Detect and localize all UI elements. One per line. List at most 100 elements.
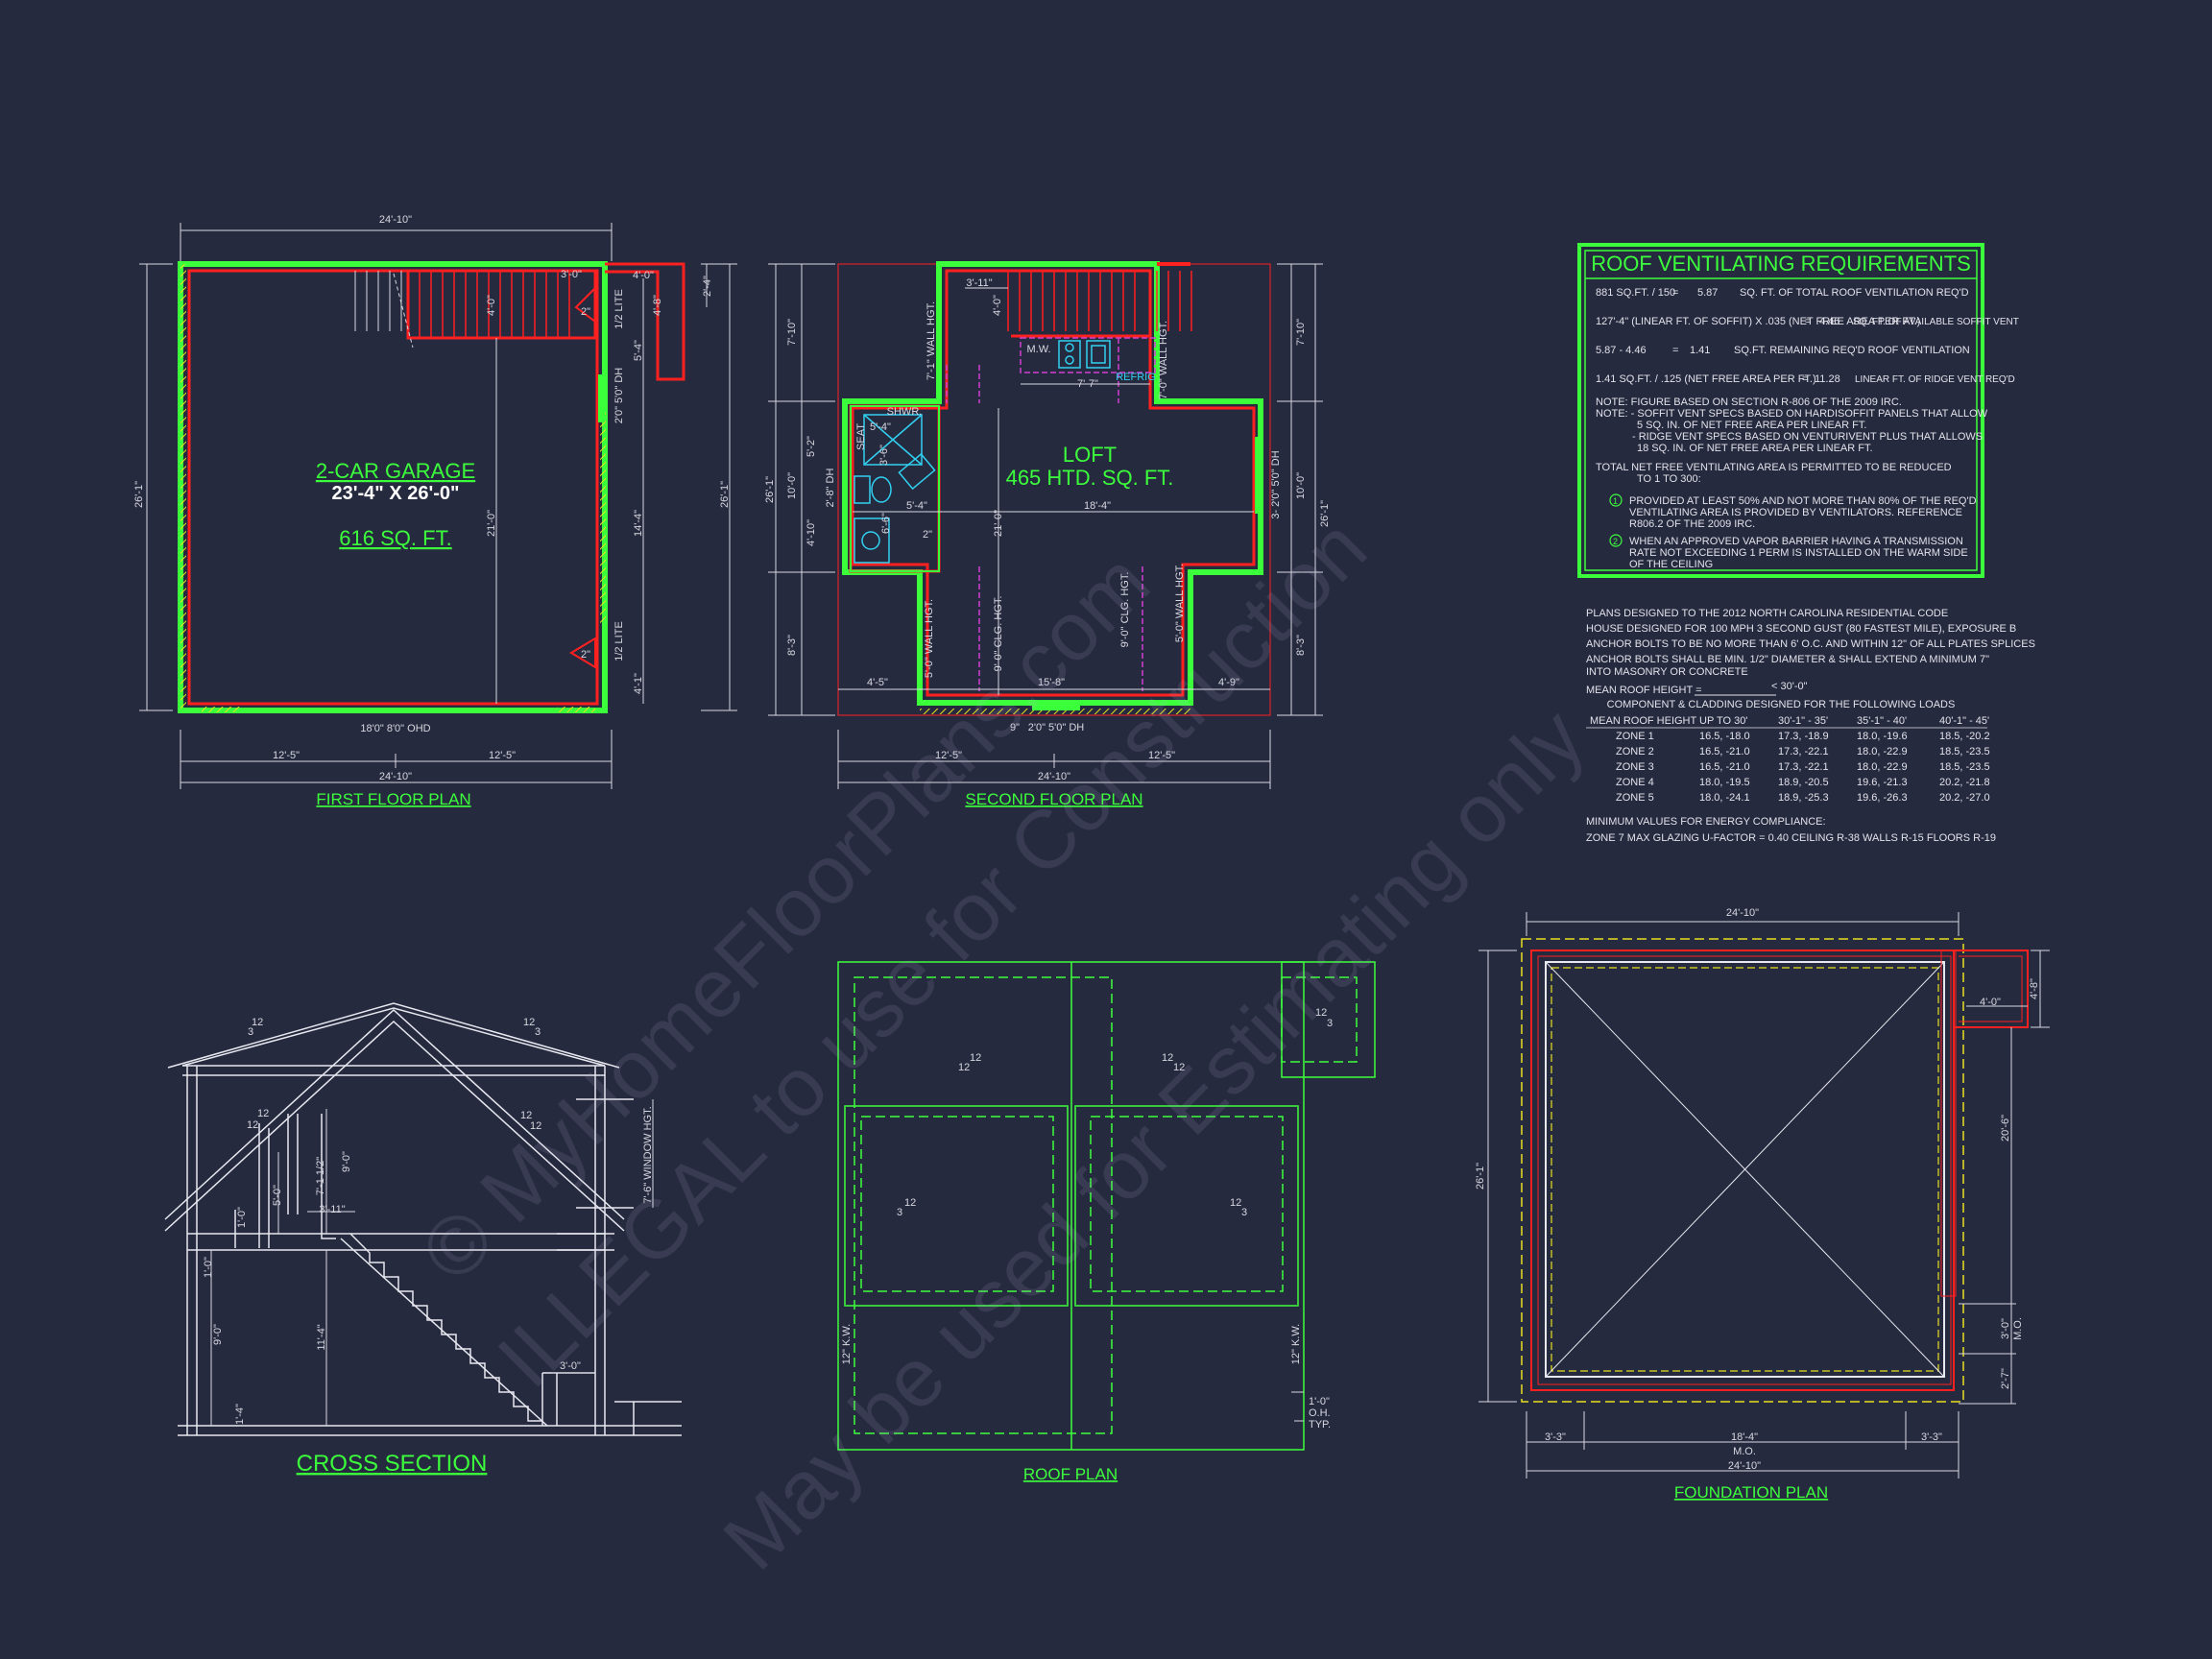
svg-text:35'-1" - 40': 35'-1" - 40'	[1857, 715, 1907, 727]
energy-title: MINIMUM VALUES FOR ENERGY COMPLIANCE:	[1586, 816, 1826, 828]
fd-dim-right-20-6: 20'-6"	[2000, 1115, 2011, 1142]
svg-text:- RIDGE VENT SPECS BASED ON VE: - RIDGE VENT SPECS BASED ON VENTURIVENT …	[1632, 431, 1983, 443]
svg-text:5 SQ. IN. OF NET FREE AREA PER: 5 SQ. IN. OF NET FREE AREA PER LINEAR FT…	[1637, 420, 1866, 431]
ff-dim-bottom-left: 12'-5"	[273, 750, 300, 761]
fd-dim-top: 24'-10"	[1726, 907, 1759, 919]
ff-clear-b: 2"	[581, 649, 590, 661]
ff-dim-right: 26'-1"	[719, 481, 731, 508]
sf-dim-stair-h: 4'-0"	[992, 295, 1003, 316]
sf-dim-loft-h: 21'-0"	[993, 510, 1004, 537]
svg-text:1: 1	[1613, 496, 1618, 506]
svg-text:18.0, -19.6: 18.0, -19.6	[1857, 731, 1908, 742]
sf-clear-2: 2"	[923, 529, 932, 541]
ff-dim-21: 21'-0"	[486, 510, 497, 537]
fd-dim-bot-18-4: 18'-4"	[1731, 1431, 1758, 1443]
second-floor-title: SECOND FLOOR PLAN	[965, 790, 1142, 808]
svg-text:TO 1 TO 300:: TO 1 TO 300:	[1637, 473, 1701, 485]
svg-text:18.0, -22.9: 18.0, -22.9	[1857, 746, 1908, 757]
svg-text:18.5, -23.5: 18.5, -23.5	[1939, 746, 1990, 757]
ff-dim-bottom-overall: 24'-10"	[379, 771, 412, 782]
svg-text:18.0, -22.9: 18.0, -22.9	[1857, 761, 1908, 773]
cross-section	[164, 1002, 682, 1436]
svg-text:NOTE: FIGURE BASED ON SECTION: NOTE: FIGURE BASED ON SECTION R-806 OF T…	[1596, 397, 1902, 408]
loft-stair	[1007, 262, 1192, 338]
loft-wall-inner	[851, 269, 1256, 697]
svg-text:18 SQ. IN. OF NET FREE AREA PE: 18 SQ. IN. OF NET FREE AREA PER LINEAR F…	[1637, 443, 1873, 454]
svg-text:RATE NOT EXCEEDING 1 PERM IS I: RATE NOT EXCEEDING 1 PERM IS INSTALLED O…	[1629, 547, 1968, 559]
xs-h-9-0a: 9'-0"	[341, 1151, 352, 1172]
rv-row2-desc: SQ. FT. OF AVAILABLE SOFFIT VENT	[1853, 317, 2019, 327]
fd-dim-right-3-0: 3'-0"	[2000, 1318, 2011, 1339]
rp-oh-3: TYP.	[1309, 1419, 1331, 1431]
rv-row4-expr: 1.41 SQ.FT. / .125 (NET FREE AREA PER FT…	[1596, 373, 1816, 385]
ff-window-dh: 2'0" 5'0" DH	[613, 368, 625, 424]
roof-plan-title: ROOF PLAN	[1023, 1465, 1118, 1483]
sf-win-right: 3- 2'0" 5'0" DH	[1270, 450, 1282, 518]
garage-wall-hatch-left	[180, 264, 186, 710]
ff-dim-lower-right: 4'-1"	[633, 673, 644, 694]
xs-h-1-0a: 1'-0"	[236, 1207, 248, 1228]
rp-pitch-2: 12	[1162, 1052, 1173, 1064]
svg-text:VENTILATING AREA IS PROVIDED B: VENTILATING AREA IS PROVIDED BY VENTILAT…	[1629, 507, 1962, 518]
side-door	[569, 637, 596, 669]
sf-shwr: SHWR.	[887, 406, 923, 418]
rp-pitch-3: 12	[1315, 1007, 1327, 1019]
xs-h-1-4: 1'-4"	[234, 1404, 246, 1425]
garage-inner-wall	[187, 269, 599, 706]
ff-dim-left: 26'-1"	[133, 481, 145, 508]
svg-text:18.0, -24.1: 18.0, -24.1	[1699, 792, 1750, 804]
svg-text:WHEN AN APPROVED VAPOR BARRIER: WHEN AN APPROVED VAPOR BARRIER HAVING A …	[1629, 536, 1963, 547]
rv-row2-expr: 127'-4" (LINEAR FT. OF SOFFIT) X .035 (N…	[1596, 316, 1920, 327]
loft-room-area: 465 HTD. SQ. FT.	[1006, 466, 1174, 490]
rv-row1-desc: SQ. FT. OF TOTAL ROOF VENTILATION REQ'D	[1740, 287, 1969, 299]
loft-wall-outer	[842, 261, 1263, 706]
svg-text:19.6, -21.3: 19.6, -21.3	[1857, 777, 1908, 788]
svg-text:=: =	[1802, 373, 1808, 385]
note-marker-2	[1609, 534, 1623, 547]
svg-text:20.2, -21.8: 20.2, -21.8	[1939, 777, 1990, 788]
sf-dim-right-8-3: 8'-3"	[1295, 635, 1307, 656]
svg-text:HOUSE DESIGNED FOR 100 MPH 3 S: HOUSE DESIGNED FOR 100 MPH 3 SECOND GUST…	[1586, 623, 2016, 635]
svg-text:18.9, -25.3: 18.9, -25.3	[1778, 792, 1829, 804]
sf-dim-bottom-4-5: 4'-5"	[867, 677, 888, 688]
sf-dim-bottom-right: 12'-5"	[1148, 750, 1175, 761]
svg-text:12: 12	[530, 1120, 541, 1132]
svg-text:12: 12	[1173, 1062, 1185, 1073]
rp-kw-right: 12" K.W.	[1290, 1324, 1302, 1364]
cross-section-title: CROSS SECTION	[297, 1451, 488, 1477]
fd-dim-right-2-7: 2'-7"	[2000, 1368, 2011, 1389]
svg-text:18.0, -19.5: 18.0, -19.5	[1699, 777, 1750, 788]
svg-text:3: 3	[1327, 1018, 1333, 1029]
rv-row3-desc: SQ.FT. REMAINING REQ'D ROOF VENTILATION	[1734, 345, 1970, 356]
kitchenette	[946, 337, 1156, 691]
rp-kw-left: 12" K.W.	[841, 1324, 853, 1364]
sf-dim-left-8-3: 8'-3"	[786, 635, 798, 656]
foundation-plan-title: FOUNDATION PLAN	[1674, 1483, 1828, 1502]
ff-dim-landing-w: 4'-0"	[633, 270, 654, 281]
svg-text:UP TO 30': UP TO 30'	[1699, 715, 1747, 727]
sf-wall-hgt-a: 7'-1" WALL HGT.	[926, 301, 937, 380]
svg-text:ZONE 3: ZONE 3	[1616, 761, 1654, 773]
watermark: © MyHomeFloorPlans.com ILLEGAL to use fo…	[404, 501, 1602, 1587]
ff-dim-bottom-right: 12'-5"	[489, 750, 516, 761]
bath-fixtures	[854, 414, 936, 564]
sf-dim-left-26-1: 26'-1"	[764, 476, 776, 503]
sf-clg-hgt-b: 9'-0" CLG. HGT.	[1119, 572, 1131, 648]
rv-row1-expr: 881 SQ.FT. / 150	[1596, 287, 1675, 299]
rv-row3-expr: 5.87 - 4.46	[1596, 345, 1647, 356]
sf-seat: SEAT	[855, 423, 867, 450]
sf-wall-hgt-d: 5'-0" WALL HGT.	[1174, 564, 1186, 642]
first-floor-title: FIRST FLOOR PLAN	[316, 790, 470, 808]
sf-dim-bath-w: 5'-4"	[870, 421, 891, 433]
svg-text:12: 12	[958, 1062, 970, 1073]
ff-lite-bottom: 1/2 LITE	[613, 621, 625, 661]
fd-dim-left: 26'-1"	[1475, 1163, 1486, 1190]
svg-text:=: =	[1672, 345, 1678, 356]
svg-text:PROVIDED AT LEAST 50% AND NOT: PROVIDED AT LEAST 50% AND NOT MORE THAN …	[1629, 495, 1977, 507]
rp-pitch-5: 12	[1230, 1197, 1241, 1209]
sf-dim-bottom-overall: 24'-10"	[1038, 771, 1070, 782]
svg-text:19.6, -26.3: 19.6, -26.3	[1857, 792, 1908, 804]
sf-dim-right-26-1: 26'-1"	[1319, 500, 1331, 527]
svg-text:R806.2 OF THE 2009 IRC.: R806.2 OF THE 2009 IRC.	[1629, 518, 1755, 530]
sf-wall-hgt-b: 7'-0" WALL HGT.	[1158, 321, 1169, 399]
